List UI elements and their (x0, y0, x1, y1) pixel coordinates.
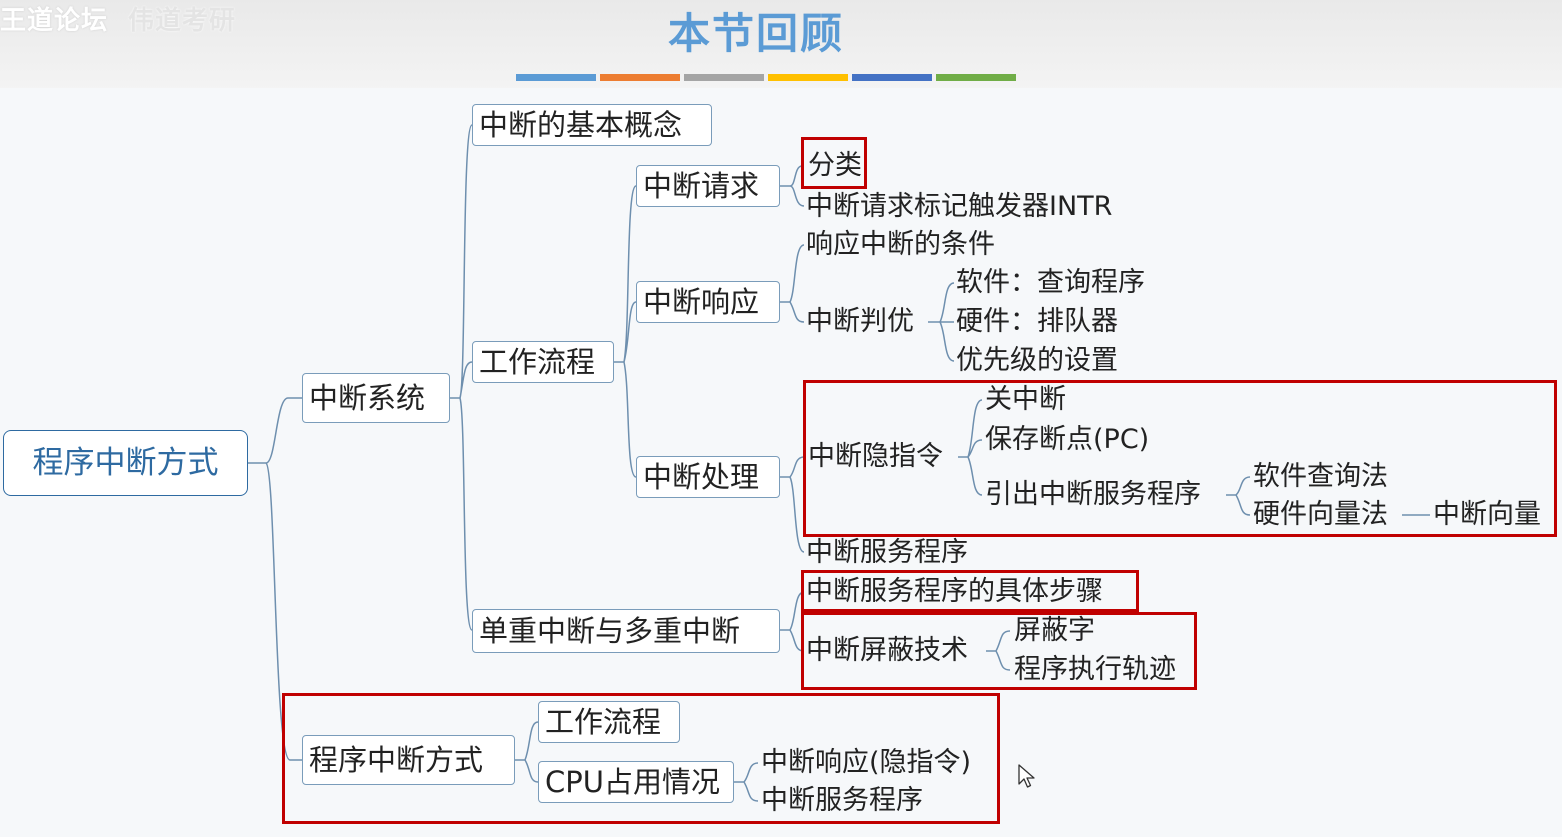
execution-trace-label: 程序执行轨迹 (1014, 654, 1176, 685)
disable-interrupt-label: 关中断 (985, 384, 1066, 415)
cpu-service-label: 中断服务程序 (761, 785, 923, 816)
mouse-pointer-icon (1018, 764, 1036, 794)
highlight-program-interrupt (282, 693, 1000, 824)
masking-label: 中断屏蔽技术 (806, 635, 968, 666)
service-steps-label: 中断服务程序的具体步骤 (806, 576, 1103, 607)
lead-out-label: 引出中断服务程序 (985, 479, 1201, 510)
title-bar-6 (936, 74, 1016, 81)
priority-label: 中断判优 (806, 306, 914, 337)
title-bar-2 (600, 74, 680, 81)
title-bar-5 (852, 74, 932, 81)
title-bar-3 (684, 74, 764, 81)
single-multi-node[interactable]: 单重中断与多重中断 (472, 609, 780, 653)
program-interrupt-node[interactable]: 程序中断方式 (302, 735, 515, 785)
pi-workflow-node[interactable]: 工作流程 (538, 701, 680, 743)
save-pc-label: 保存断点(PC) (985, 424, 1150, 455)
handling-node[interactable]: 中断处理 (636, 456, 780, 498)
hardware-vector-label: 硬件向量法 (1253, 499, 1388, 530)
watermark-text: 伟道考研 (128, 6, 237, 36)
response-node[interactable]: 中断响应 (636, 281, 780, 323)
priority-software-label: 软件：查询程序 (956, 267, 1145, 298)
cpu-usage-node[interactable]: CPU占用情况 (538, 761, 734, 803)
conditions-label: 响应中断的条件 (806, 229, 995, 260)
priority-setting-label: 优先级的设置 (956, 345, 1118, 376)
classification-label: 分类 (808, 150, 862, 181)
root-node[interactable]: 程序中断方式 (3, 430, 248, 496)
workflow-node[interactable]: 工作流程 (472, 341, 614, 383)
request-node[interactable]: 中断请求 (636, 165, 780, 207)
highlight-masking (801, 612, 1197, 690)
title-bar-4 (768, 74, 848, 81)
slide-title: 本节回顾 (668, 9, 845, 58)
highlight-implicit-instruction (803, 380, 1557, 537)
implicit-instruction-label: 中断隐指令 (808, 441, 943, 472)
interrupt-vector-label: 中断向量 (1433, 499, 1541, 530)
highlight-service-steps (801, 570, 1139, 612)
interrupt-system-node[interactable]: 中断系统 (302, 373, 450, 423)
intr-label: 中断请求标记触发器INTR (806, 191, 1113, 222)
highlight-classification (801, 137, 867, 189)
service-routine-label: 中断服务程序 (806, 537, 968, 568)
title-bar-1 (516, 74, 596, 81)
watermark-logo: 王道论坛 (0, 6, 109, 36)
mask-word-label: 屏蔽字 (1014, 615, 1095, 646)
basic-concept-node[interactable]: 中断的基本概念 (472, 104, 712, 146)
priority-hardware-label: 硬件：排队器 (956, 306, 1118, 337)
cpu-response-label: 中断响应(隐指令) (761, 747, 972, 778)
software-query-label: 软件查询法 (1253, 461, 1388, 492)
